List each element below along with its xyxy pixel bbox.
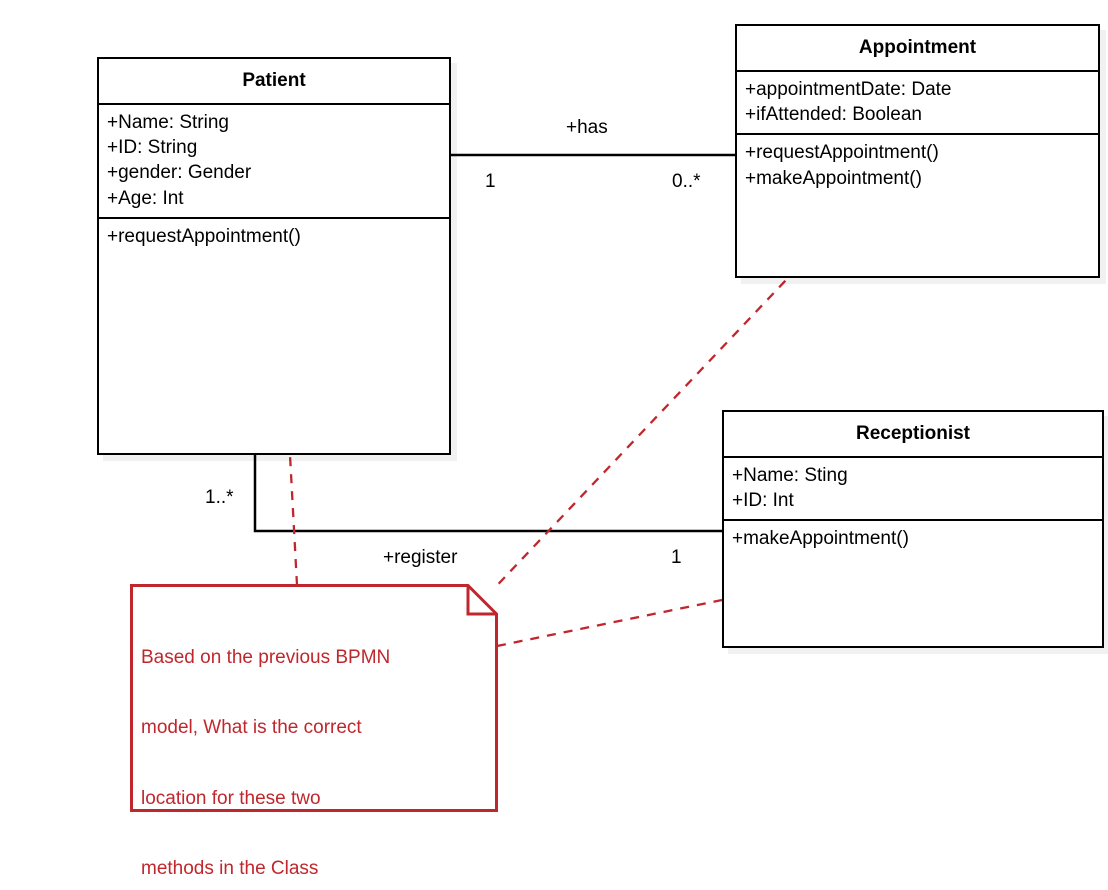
attribute-item: +gender: Gender <box>107 162 252 184</box>
class-title-appointment: Appointment <box>737 26 1098 72</box>
attribute-item: +Age: Int <box>107 187 184 209</box>
attribute-item: +appointmentDate: Date <box>745 78 952 100</box>
attribute-item: +ID: String <box>107 137 198 159</box>
attribute-item: +Name: String <box>107 111 229 133</box>
operation-item: +makeAppointment() <box>745 167 922 189</box>
class-box-appointment[interactable]: Appointment +appointmentDate: Date +ifAt… <box>735 24 1100 278</box>
note-folded-corner-icon <box>466 585 497 616</box>
note-question[interactable]: Based on the previous BPMN model, What i… <box>130 584 498 879</box>
class-box-patient[interactable]: Patient +Name: String +ID: String +gende… <box>97 57 451 455</box>
association-multiplicity-has-target: 0..* <box>672 171 701 192</box>
class-operations-receptionist: +makeAppointment() <box>724 521 1102 646</box>
class-attributes-appointment: +appointmentDate: Date +ifAttended: Bool… <box>737 72 1098 136</box>
note-anchor-patient <box>288 454 299 586</box>
attribute-item: +Name: Sting <box>732 464 848 486</box>
class-attributes-receptionist: +Name: Sting +ID: Int <box>724 458 1102 522</box>
class-box-receptionist[interactable]: Receptionist +Name: Sting +ID: Int +make… <box>722 410 1104 648</box>
class-title-receptionist: Receptionist <box>724 412 1102 458</box>
association-label-has: +has <box>566 117 608 138</box>
association-label-register: +register <box>383 547 458 568</box>
class-operations-appointment: +requestAppointment() +makeAppointment() <box>737 135 1098 276</box>
note-line: model, What is the correct <box>141 717 362 739</box>
note-anchor-receptionist <box>496 598 723 648</box>
note-shape <box>130 584 498 812</box>
attribute-item: +ifAttended: Boolean <box>745 104 922 126</box>
note-line: location for these two <box>141 787 321 809</box>
association-multiplicity-register-target: 1 <box>671 547 682 568</box>
note-text: Based on the previous BPMN model, What i… <box>141 599 492 890</box>
class-attributes-patient: +Name: String +ID: String +gender: Gende… <box>99 105 449 219</box>
association-multiplicity-register-source: 1..* <box>205 487 234 508</box>
class-operations-patient: +requestAppointment() <box>99 219 449 453</box>
association-line-register <box>253 455 722 533</box>
association-multiplicity-has-source: 1 <box>485 171 496 192</box>
class-title-patient: Patient <box>99 59 449 105</box>
attribute-item: +ID: Int <box>732 490 794 512</box>
operation-item: +requestAppointment() <box>745 142 939 164</box>
note-line: Based on the previous BPMN <box>141 646 391 668</box>
operation-item: +requestAppointment() <box>107 225 301 247</box>
operation-item: +makeAppointment() <box>732 528 909 550</box>
note-line: methods in the Class <box>141 857 319 879</box>
